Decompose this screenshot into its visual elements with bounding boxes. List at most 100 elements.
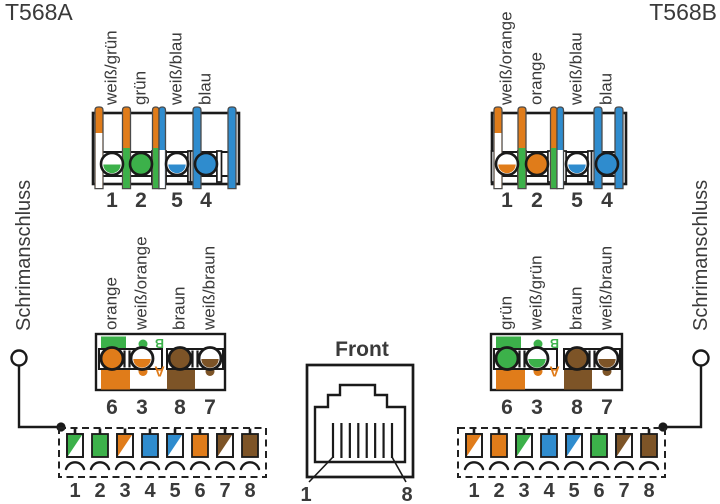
cable-wire-brown [640,433,658,458]
wire-label: grün [497,296,516,330]
cable-wire-outline [66,433,84,458]
cable-wire-tip [597,428,601,435]
pass-wire [593,106,603,190]
t568a-shield-connection: Schrimanschluss [10,180,66,432]
cable-wire-stripe [217,434,233,457]
pin-number: 2 [135,189,147,212]
shield-ring [10,349,28,367]
wire-label: weiß/grün [102,30,121,106]
wire-number: 4 [144,480,156,502]
cable-wire-stripe [616,434,632,457]
t568a-title: T568A [5,0,73,25]
shield-line [663,365,703,429]
wire-number: 3 [518,480,529,502]
idc-divider [588,350,591,368]
wire-number: 2 [94,480,105,502]
pin-number: 3 [531,396,543,419]
pass-wire [192,106,202,190]
cable-wire-orange [191,433,209,458]
pin-number: 5 [171,189,183,212]
shield-label: Schrimanschluss [690,180,712,331]
wire-circle-stripe [568,164,586,174]
marker-letter-a: A [154,363,165,379]
cable-wire-tip [98,428,102,435]
cable-wire-tip [497,428,501,435]
cable-wire-tip [248,428,252,435]
pin-number: 7 [601,396,613,419]
wire-circle-stripe [168,164,186,174]
cable-wire-arc [613,461,635,471]
cable-wire-blue [540,433,558,458]
pin-number: 8 [174,396,186,419]
cable-wire-tip [547,428,551,435]
pass-wire-lower [123,148,130,188]
wire-circle-stripe [201,359,219,368]
pass-wire-lower [551,148,557,188]
wire-number: 5 [169,480,180,502]
cable-wire-stripe [167,434,183,457]
wire-number: 7 [219,480,230,502]
marker-letter-b: B [550,336,559,350]
pin-pointer-line [308,456,334,483]
cable-wire-arc [139,461,161,471]
marker-letter-a: A [549,363,560,379]
wire-circle-blue [193,151,219,177]
page-title: T568A [5,0,73,25]
t568b-shield-connection: Schrimanschluss [658,180,712,432]
cable-box [457,427,666,478]
pin-number: 4 [200,189,212,212]
wire-label: weiß/blau [167,32,186,106]
cable-wire-stripe [117,434,133,457]
pass-wire-lower [95,133,103,188]
wire-number: 6 [194,480,205,502]
wire-number: 4 [543,480,555,502]
shield-label: Schrimanschluss [13,180,35,331]
cable-wire-blue [141,433,159,458]
idc-divider [191,350,194,368]
wire-circle-orange [524,151,550,177]
cable-wire-outline [116,433,134,458]
wire-circle-stripe [498,164,516,174]
pass-wire [614,106,624,190]
cable-wire-arc [189,461,211,471]
wire-number: 7 [618,480,629,502]
wire-label: orange [102,277,121,330]
wire-number: 1 [468,480,479,502]
front-pin-number: 1 [300,484,311,504]
wire-label: blau [597,73,616,105]
cable-wire-brown [241,433,259,458]
idc-divider [196,350,199,368]
wire-label: weiß/braun [200,246,219,331]
cable-wire-arc [64,461,86,471]
cable-wire-arc [588,461,610,471]
wire-number: 8 [643,480,654,502]
wire-number: 5 [568,480,579,502]
pass-wire-lower [557,150,563,188]
cable-wire-tip [173,428,177,435]
wire-label: weiß/braun [597,246,616,331]
cable-wire-outline [615,433,633,458]
wire-label: weiß/orange [497,11,516,106]
t568b-title: T568B [649,0,717,25]
cable-wire-outline [465,433,483,458]
wire-label: weiß/grün [527,255,546,331]
cable-wire-outline [565,433,583,458]
pass-wire-lower [159,150,165,188]
cable-wire-tip [647,428,651,435]
cable-wire-outline [515,433,533,458]
pin-number: 4 [601,189,613,212]
cable-wire-green [590,433,608,458]
cable-wire-tip [123,428,127,435]
cable-wire-arc [89,461,111,471]
cable-wire-arc [563,461,585,471]
pin-number: 5 [571,189,583,212]
cable-wire-tip [148,428,152,435]
cable-wire-arc [463,461,485,471]
marker-letter-b: B [155,336,164,350]
wire-label: braun [170,287,189,330]
wire-circle-orange [99,346,125,371]
wire-number: 1 [69,480,80,502]
